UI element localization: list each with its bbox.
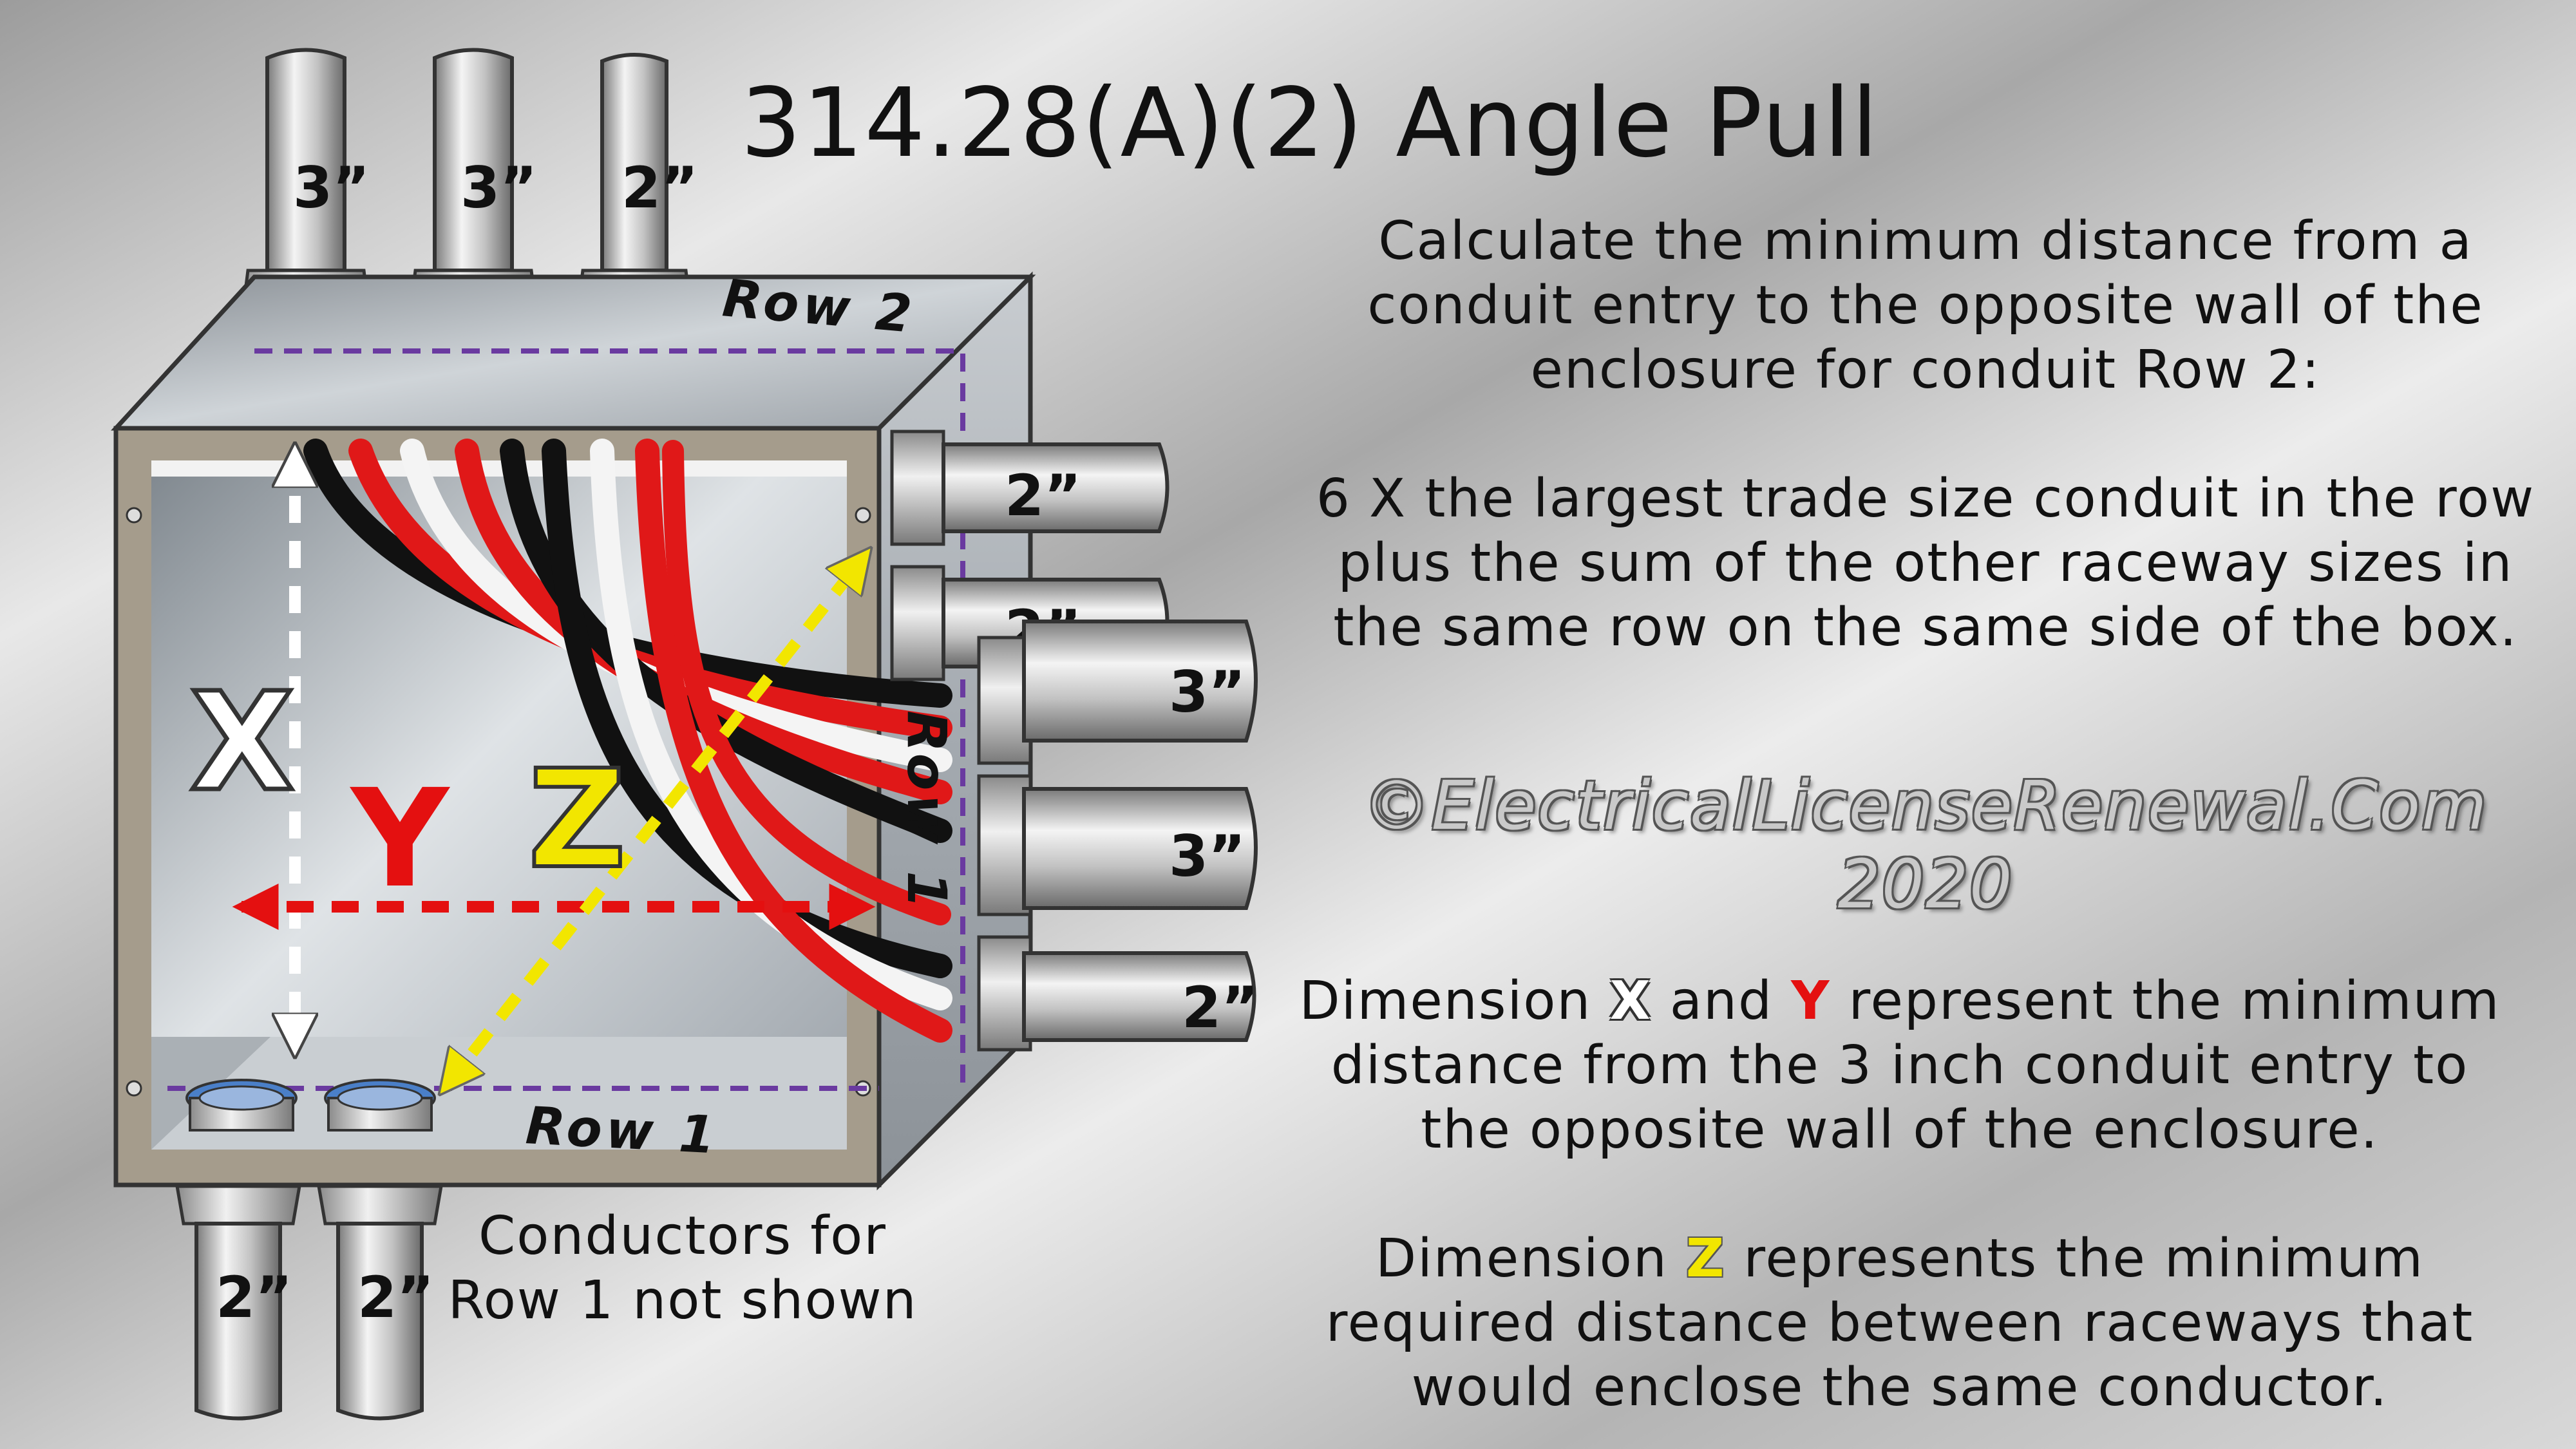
dimension-z-key: Z (1685, 1228, 1726, 1289)
bottom-locknut-2 (324, 1079, 436, 1132)
top-conduit-2-size: 3” (460, 155, 537, 221)
dimension-z-paragraph: Dimension Z represents the minimum requi… (1288, 1227, 2512, 1420)
bottom-locknut-1 (185, 1079, 298, 1132)
rule-paragraph: 6 X the largest trade size conduit in th… (1316, 468, 2535, 658)
top-conduit-3-size: 2” (621, 155, 698, 221)
intro-paragraph: Calculate the minimum distance from a co… (1367, 211, 2484, 401)
right-conduit-3-size: 3” (1169, 659, 1245, 725)
dimension-xy-pre: Dimension (1299, 971, 1610, 1032)
right-conduit-4: 3” (977, 774, 1258, 916)
top-conduit-1-size: 3” (293, 155, 370, 221)
bottom-conduit-1-size: 2” (216, 1264, 292, 1331)
row1-conductors-note: Conductors for Row 1 not shown (448, 1206, 918, 1331)
x-dimension-label: X (190, 663, 294, 821)
dimension-z-pre: Dimension (1375, 1228, 1686, 1289)
right-conduit-1-size: 2” (1005, 462, 1081, 529)
y-dimension-label: Y (349, 760, 451, 918)
right-conduit-1: 2” (890, 430, 1170, 546)
dimension-xy-post: represent the minimum distance from the … (1331, 971, 2501, 1160)
bottom-conduit-1: 2” (175, 1184, 301, 1421)
right-conduit-5-size: 2” (1182, 974, 1258, 1041)
right-conduit-4-size: 3” (1169, 823, 1245, 889)
copyright-watermark: ©ElectricalLicenseRenewal.Com 2020 (1363, 766, 2488, 923)
page-title: 314.28(A)(2) Angle Pull (741, 68, 1880, 178)
dimension-x-key: X (1609, 971, 1652, 1032)
bottom-conduit-2: 2” (317, 1184, 443, 1421)
dimension-z-post: represents the minimum required distance… (1325, 1228, 2474, 1418)
row1-label: Row 1 (524, 1095, 720, 1166)
z-dimension-arrow (444, 554, 866, 1088)
dimension-xy-paragraph: Dimension X and Y represent the minimum … (1288, 969, 2512, 1162)
right-conduit-5: 2” (977, 935, 1258, 1052)
z-dimension-label: Z (528, 741, 626, 898)
dimension-xy-mid: and (1651, 971, 1792, 1032)
dimension-y-key: Y (1791, 971, 1831, 1032)
bottom-conduit-2-size: 2” (357, 1264, 434, 1331)
row1-side-label: Row 1 (895, 710, 958, 913)
row2-outline (254, 348, 965, 1088)
right-conduit-3: 3” (977, 620, 1258, 765)
